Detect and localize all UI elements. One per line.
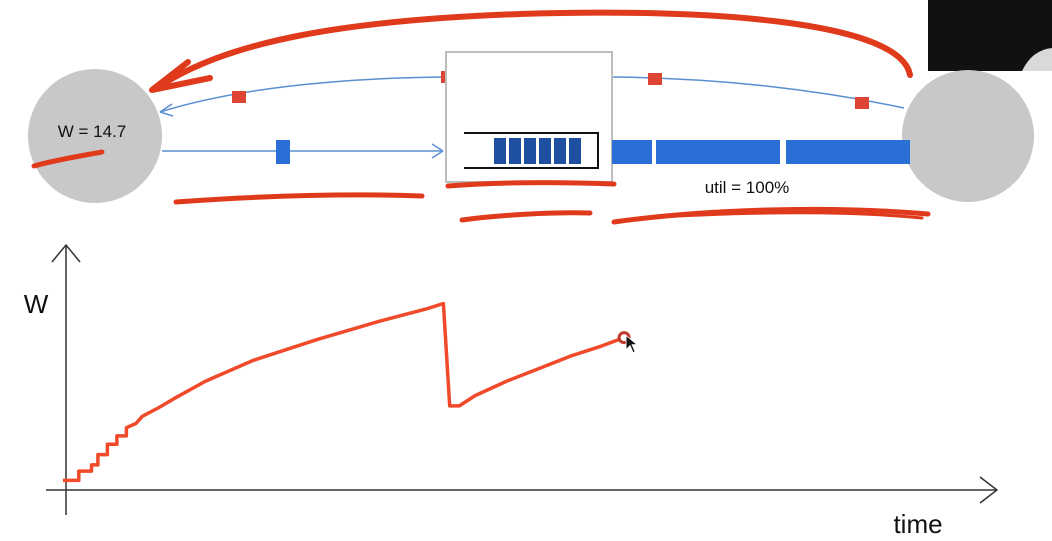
x-axis-label: time [893,509,942,539]
y-axis-arrow [51,243,81,263]
link-utilization-label: util = 100% [705,178,790,197]
annotation-underline [638,211,924,220]
annotation-underline-w [31,149,105,169]
buffer-slot [524,138,536,164]
buffer-slot [554,138,566,164]
window-size-line [63,301,625,483]
mouse-cursor-icon [625,334,639,354]
annotation-underline [445,180,617,189]
ack-packet [441,71,446,83]
buffer-slots [494,138,581,164]
ack-path-left [159,76,446,113]
buffer-outline [464,132,599,169]
buffer-slot [509,138,521,164]
annotation-underline [459,210,593,223]
annotation-underline [173,192,425,205]
receiver-node [902,70,1034,202]
annotation-arrowhead [149,59,213,93]
ack-packet [232,91,246,103]
link-segment [612,140,652,164]
sender-node [28,69,162,203]
link-segment [656,140,780,164]
data-arrowhead [431,143,444,159]
x-axis-arrow [979,476,999,504]
webcam-overlay [928,0,1052,71]
y-axis-label: W [24,289,49,319]
buffer-slot [569,138,581,164]
ack-arrowhead [159,103,174,117]
graph: W time [24,243,999,539]
buffer-slot [494,138,506,164]
ack-packet [855,97,869,109]
data-packet [276,140,290,164]
ack-packet [648,73,662,85]
annotation-arc [157,9,913,89]
bottleneck-link [612,140,910,164]
sender-window-label: W = 14.7 [58,122,127,141]
buffer-slot [539,138,551,164]
link-segment [786,140,910,164]
